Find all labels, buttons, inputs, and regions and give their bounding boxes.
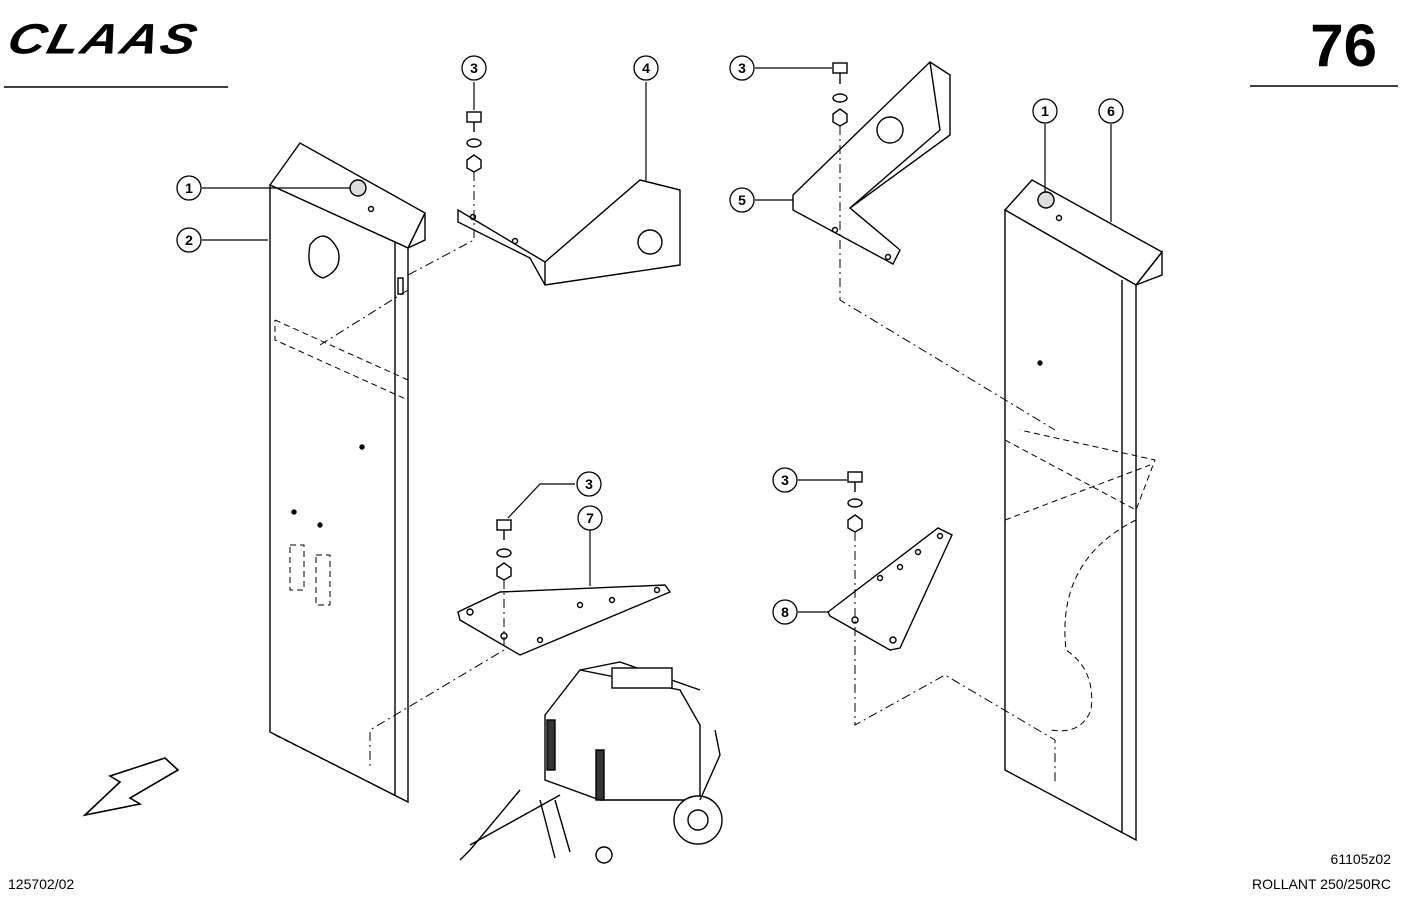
fastener-stack-b (832, 62, 848, 127)
callout-8: 8 (781, 604, 789, 620)
callout-3-bottom-right: 3 (781, 472, 789, 488)
figure-code: 61105z02 (1330, 851, 1391, 867)
bracket-part-4 (457, 179, 681, 286)
drawing-code: 125702/02 (8, 876, 75, 892)
callout-labels: 1 2 3 4 3 5 1 6 3 7 3 8 (185, 60, 1115, 620)
bracket-part-5 (792, 61, 951, 265)
plate-part-8 (827, 527, 953, 651)
callout-4: 4 (642, 60, 650, 76)
callout-3-top-left: 3 (470, 60, 478, 76)
fastener-stack-c (496, 519, 512, 581)
right-side-panel (1003, 179, 1164, 842)
baler-thumbnail (459, 661, 723, 864)
callout-7: 7 (586, 510, 594, 526)
callout-circles (176, 55, 1124, 625)
callout-6: 6 (1107, 103, 1115, 119)
model-name: ROLLANT 250/250RC (1251, 876, 1391, 892)
page-number: 76 (1310, 12, 1377, 79)
callout-2: 2 (185, 232, 193, 248)
callout-1-left: 1 (185, 180, 193, 196)
callout-5: 5 (738, 192, 746, 208)
leader-lines (202, 67, 1112, 613)
plate-part-7 (457, 584, 672, 656)
direction-arrow-icon (82, 757, 180, 817)
callout-3-top-right: 3 (738, 60, 746, 76)
callout-3-bottom-left: 3 (585, 476, 593, 492)
left-side-panel (268, 142, 426, 804)
fastener-stack-d (847, 471, 863, 533)
assembly-lines (319, 126, 1056, 785)
callout-1-right: 1 (1041, 103, 1049, 119)
fastener-stack-a (466, 111, 482, 173)
